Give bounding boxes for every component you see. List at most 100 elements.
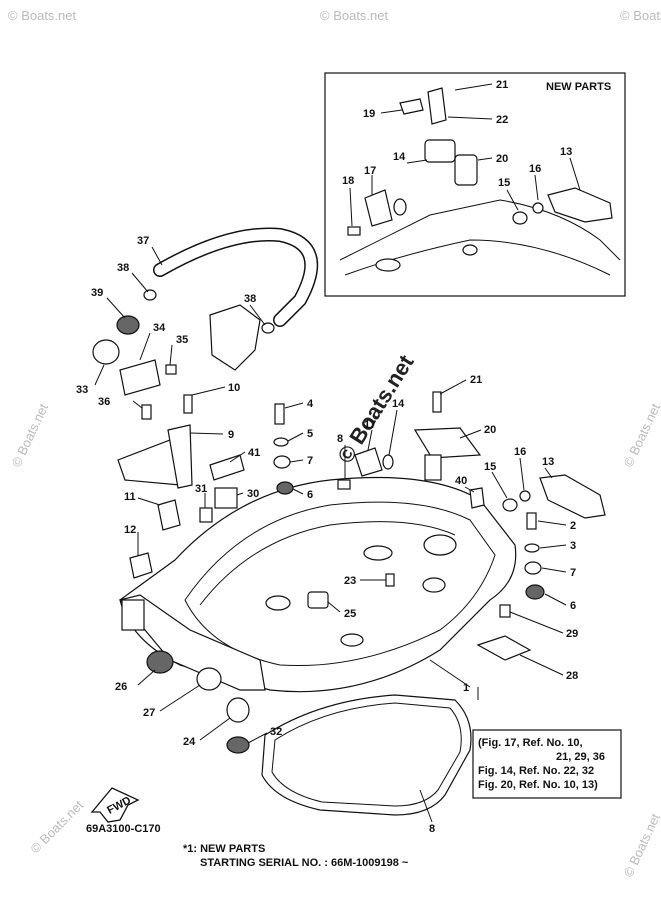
callout-7: 7: [307, 455, 313, 467]
callout-21: 21: [470, 374, 482, 386]
grommet-11: [157, 499, 181, 531]
callout-12: 12: [124, 524, 136, 536]
arrow-shape: [90, 787, 140, 823]
fitting-39: [116, 315, 140, 335]
cowling-inner-ridge: [199, 521, 456, 606]
inset-lever-14: [424, 139, 456, 163]
part-31: [199, 507, 213, 523]
watermark: © Boats.net: [8, 8, 77, 23]
grommet: [340, 633, 364, 647]
callout-16: 16: [514, 446, 526, 458]
washer-16: [519, 490, 531, 502]
callout-7: 7: [570, 567, 576, 579]
watermark: © Boats.net: [620, 8, 661, 23]
callout-26: 26: [115, 681, 127, 693]
callout-20: 20: [484, 424, 496, 436]
footer-serial: STARTING SERIAL NO. : 66M-1009198 ~: [200, 857, 409, 869]
bottom-cowling: [118, 476, 517, 693]
inset-grommet: [375, 258, 401, 272]
seal-inner-edge: [271, 702, 462, 807]
plug-25: [307, 591, 329, 609]
clip-38: [261, 322, 275, 334]
plug-32: [226, 736, 250, 754]
inset-grommet: [462, 244, 478, 256]
reference-line: Fig. 14, Ref. No. 22, 32: [478, 765, 594, 777]
inset-spring-19: [399, 98, 424, 115]
collar-7: [273, 455, 291, 469]
label-41: [209, 454, 245, 481]
watermark: © Boats.net: [621, 811, 661, 879]
lever-20: [413, 427, 482, 459]
bolt-21: [432, 391, 442, 413]
callout-14: 14: [392, 398, 405, 410]
callout-38: 38: [244, 293, 256, 305]
callout-4: 4: [307, 398, 314, 410]
callout-35: 35: [176, 334, 188, 346]
bracket-28: [476, 635, 532, 661]
grommet: [363, 545, 393, 561]
inset-bracket: [427, 87, 447, 125]
part-40: [469, 487, 485, 509]
inset-cowling-outline: [339, 199, 621, 261]
watermark: © Boats.net: [9, 401, 52, 469]
bracket-plate: [121, 599, 145, 631]
washer-5: [273, 437, 289, 447]
callout-33: 33: [76, 384, 88, 396]
inset-bolt-18: [347, 226, 361, 236]
callout-8: 8: [429, 823, 435, 835]
callout-8: 8: [337, 433, 343, 445]
bracket-34: [119, 359, 161, 396]
reference-line: (Fig. 17, Ref. No. 10,: [478, 737, 583, 749]
grommet-33: [92, 339, 120, 365]
callout-16: 16: [529, 163, 541, 175]
callout-37: 37: [137, 235, 149, 247]
inset-nut-15: [512, 211, 528, 225]
reference-box: (Fig. 17, Ref. No. 10, 21, 29, 36 Fig. 1…: [472, 729, 622, 799]
callout-20: 20: [496, 153, 508, 165]
callout-6: 6: [570, 600, 576, 612]
plug-26: [146, 650, 174, 674]
hose-37: [154, 228, 317, 326]
callout-11: 11: [124, 491, 136, 503]
callout-18: 18: [342, 175, 354, 187]
callout-6: 6: [307, 489, 313, 501]
seal-rubber: [261, 694, 472, 816]
inset-title: NEW PARTS: [546, 81, 611, 93]
callout-28: 28: [566, 670, 578, 682]
grommet-6: [276, 481, 294, 495]
callout-9: 9: [228, 429, 234, 441]
clip-38: [143, 289, 157, 301]
callout-32: 32: [270, 726, 282, 738]
callout-30: 30: [247, 488, 259, 500]
watermark: © Boats.net: [621, 401, 661, 469]
switch-30: [214, 487, 238, 509]
bolt-29: [499, 604, 511, 618]
callout-17: 17: [364, 419, 376, 431]
callout-15: 15: [484, 461, 496, 473]
callout-29: 29: [566, 628, 578, 640]
nut-15: [502, 498, 518, 512]
screw-35: [165, 364, 177, 375]
callout-39: 39: [91, 287, 103, 299]
washer: [382, 454, 394, 470]
plug-24: [226, 697, 250, 723]
callout-38: 38: [117, 262, 129, 274]
callout-25: 25: [344, 608, 356, 620]
callout-17: 17: [364, 165, 376, 177]
callout-3: 3: [570, 540, 576, 552]
plate-12: [129, 552, 153, 579]
lever-14: [424, 454, 442, 481]
engine-detail: [209, 304, 261, 371]
lever-9: [167, 424, 193, 489]
callout-1: 1: [463, 682, 469, 694]
inset-part-17: [364, 189, 393, 227]
callout-13: 13: [560, 146, 572, 158]
callout-24: 24: [183, 736, 196, 748]
screw-36: [141, 404, 152, 420]
new-parts-inset: NEW PARTS 21 22 19 20 14 13 17: [324, 72, 626, 297]
callout-labels: 37 38 39 34 35 38 33 10 36 9 4 5 7 6 41 …: [76, 235, 578, 835]
inset-washer: [393, 198, 407, 216]
cowling-boss: [423, 534, 457, 556]
